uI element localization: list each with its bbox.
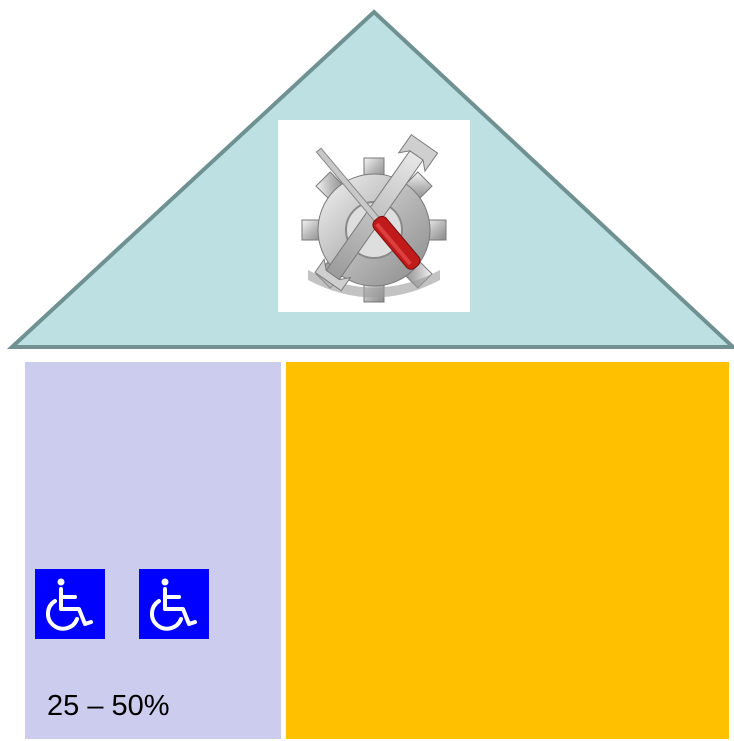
right-room — [286, 362, 729, 739]
wheelchair-icon — [139, 569, 209, 639]
tools-gear-icon — [278, 120, 470, 312]
left-room — [25, 362, 281, 739]
wheelchair-icon — [35, 569, 105, 639]
percentage-label: 25 – 50% — [47, 690, 170, 723]
